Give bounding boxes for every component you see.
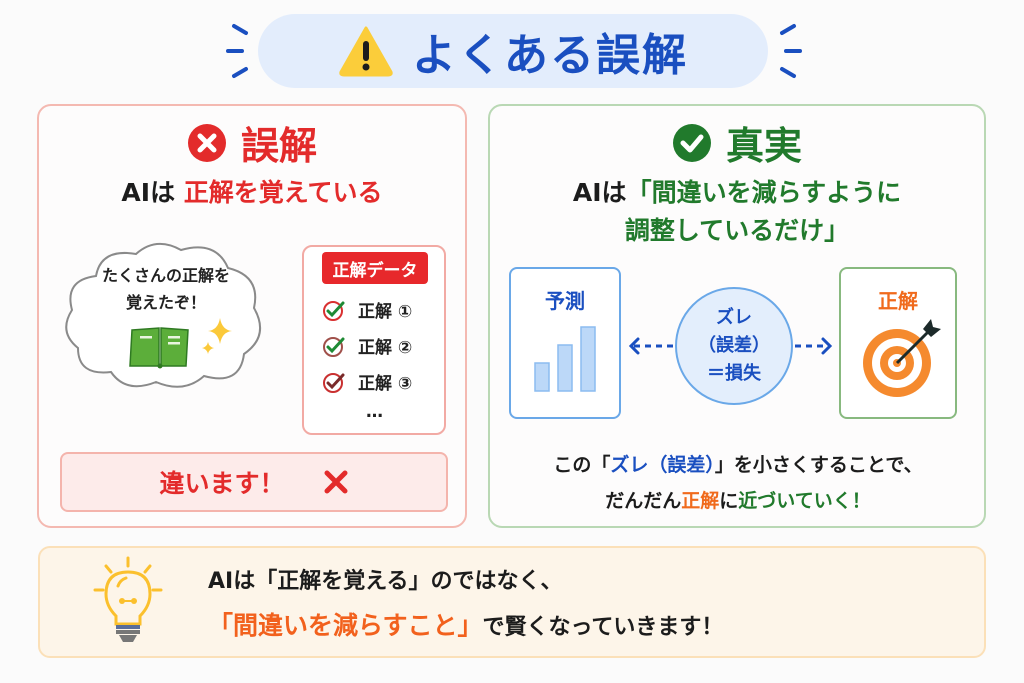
bar-chart-icon [534, 326, 596, 392]
checkmark-circle-icon [323, 372, 345, 393]
answer-box: 正解 [839, 267, 957, 419]
x-mark-icon [324, 470, 347, 494]
check-circle-icon [672, 123, 711, 162]
lightbulb-icon [93, 556, 163, 642]
burst-lines-left-icon [226, 24, 248, 78]
truth-statement: AIは「間違いを減らすように 調整しているだけ」 [572, 178, 902, 245]
thought-cloud [65, 243, 262, 388]
error-loss-circle: ズレ （誤差） ＝損失 [675, 287, 793, 405]
truth-heading: 真実 [488, 115, 986, 170]
conclusion-panel [38, 546, 986, 658]
prediction-box: 予測 [509, 267, 621, 419]
verdict-banner: 違います！ [60, 452, 448, 512]
list-item: 正解 ③ [322, 369, 412, 394]
checkmark-circle-icon [323, 336, 345, 357]
answer-data-card: 正解データ 正解 ① 正解 ② 正解 ③ … [302, 245, 446, 435]
misconception-heading: 誤解 [37, 115, 467, 170]
list-item: 正解 ② [322, 333, 412, 358]
warning-triangle-icon [339, 26, 393, 77]
list-item: 正解 ① [322, 297, 412, 322]
thought-bubble-text: たくさんの正解を 覚えたぞ！ [101, 266, 230, 312]
title-banner: よくある誤解 [258, 14, 768, 88]
answer-data-tag: 正解データ [322, 252, 428, 284]
arrow-right-dashed-icon [795, 337, 833, 355]
target-dart-icon [863, 319, 941, 397]
truth-explanation: この「ズレ（誤差）」を小さくすることで、 だんだん正解に近づいていく！ [553, 454, 923, 512]
conclusion-text: AIは「正解を覚える」のではなく、 「間違いを減らすこと」で賢くなっていきます！ [208, 569, 724, 640]
checkmark-circle-icon [323, 300, 345, 321]
burst-lines-right-icon [780, 24, 802, 78]
page-title: よくある誤解 [412, 30, 688, 81]
arrow-left-dashed-icon [628, 337, 674, 355]
x-circle-icon [187, 123, 226, 162]
sparkle-icon [202, 318, 232, 354]
misconception-statement: AIは 正解を覚えている [121, 178, 383, 207]
open-book-icon [129, 327, 189, 369]
